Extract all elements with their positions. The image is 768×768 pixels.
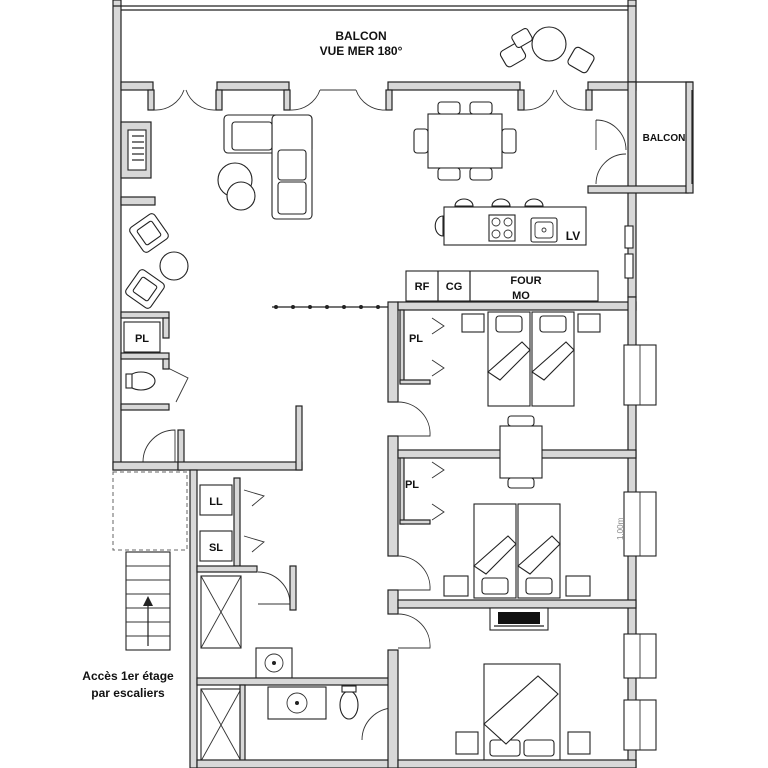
entrance xyxy=(112,405,303,471)
stairs-label-2: par escaliers xyxy=(91,686,165,700)
wc xyxy=(120,358,189,411)
fireplace xyxy=(120,121,152,179)
washer-label: LL xyxy=(209,496,223,508)
dining-table xyxy=(413,101,517,181)
twin-beds-2 xyxy=(473,503,561,599)
microwave-label: MO xyxy=(512,290,530,302)
toilet xyxy=(339,685,359,720)
bedroom-2: PL 1.00m xyxy=(397,457,637,609)
main-balcony: BALCON VUE MER 180° xyxy=(112,0,637,471)
dryer-label: SL xyxy=(209,542,223,554)
tv xyxy=(489,607,549,631)
washbasin-2 xyxy=(267,686,327,720)
bathroom-2 xyxy=(196,684,398,768)
laundry-area: LL SL xyxy=(189,469,265,768)
bedroom-3 xyxy=(397,607,637,768)
sink xyxy=(530,217,558,243)
living-room: LV RF CG FOUR MO xyxy=(120,101,599,309)
bedroom-wall-left xyxy=(387,301,431,768)
side-balcony: BALCON xyxy=(587,81,694,298)
balcony-sea-view-label: VUE MER 180° xyxy=(320,44,403,58)
closet-label: PL xyxy=(405,479,419,491)
side-balcony-label: BALCON xyxy=(643,133,686,144)
oven-label: FOUR xyxy=(510,275,541,287)
closet-label: PL xyxy=(409,333,423,345)
dimension-label: 1.00m xyxy=(616,517,625,540)
double-bed xyxy=(483,663,561,761)
hall-closet: PL xyxy=(120,311,170,360)
kitchen-island: LV xyxy=(434,198,587,246)
armchair xyxy=(125,269,165,309)
pouf xyxy=(226,181,256,211)
stairs: Accès 1er étage par escaliers xyxy=(82,471,188,700)
stairs-label: Accès 1er étage xyxy=(82,669,174,683)
patio-table xyxy=(499,26,595,74)
kitchen-counter: RF CG FOUR MO xyxy=(405,270,599,302)
sofa xyxy=(223,114,313,220)
balcony-label: BALCON xyxy=(335,29,386,43)
curtain-rail xyxy=(272,305,396,309)
closet-label: PL xyxy=(135,333,149,345)
armchair xyxy=(129,213,169,253)
bathroom-1 xyxy=(196,565,396,686)
washbasin xyxy=(255,647,293,679)
dishwasher-label: LV xyxy=(566,229,580,243)
cooktop xyxy=(488,214,516,242)
twin-beds xyxy=(487,311,575,407)
freezer-label: CG xyxy=(446,281,463,293)
top-wall xyxy=(120,81,637,111)
side-table xyxy=(159,251,189,281)
desk xyxy=(499,415,543,489)
fridge-label: RF xyxy=(415,281,430,293)
windows xyxy=(623,225,657,751)
